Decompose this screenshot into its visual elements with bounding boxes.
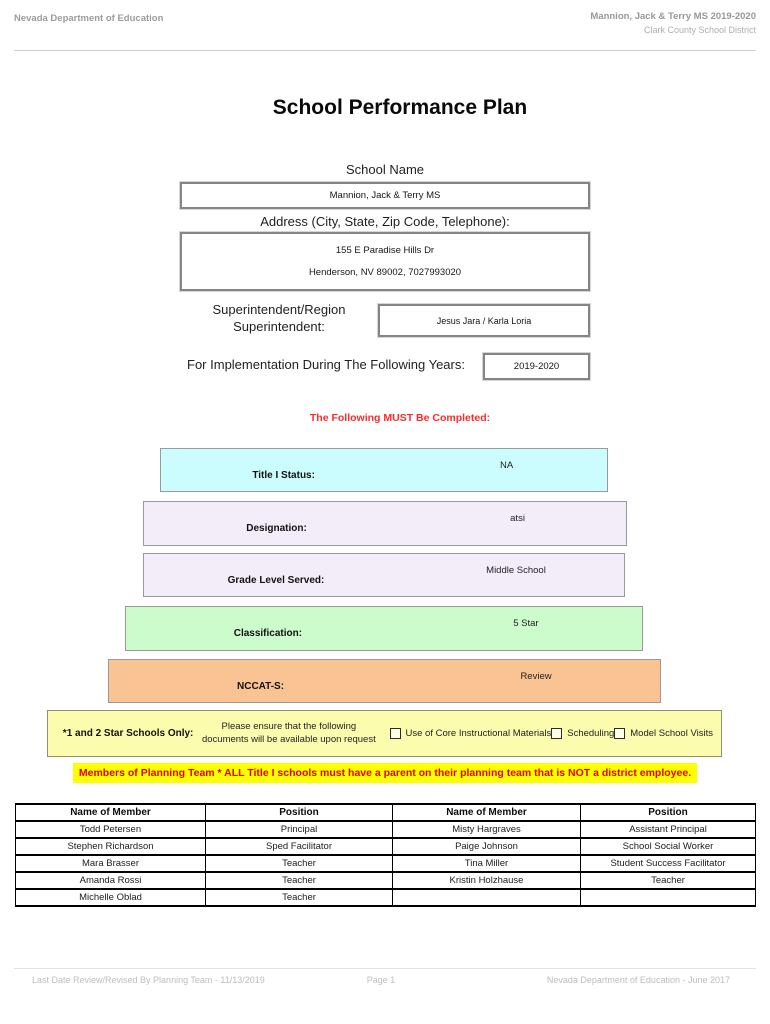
field-value[interactable]: atsi: [510, 513, 525, 524]
status-row-nccat-s: NCCAT-S: Review: [108, 659, 661, 703]
footer: Last Date Review/Revised By Planning Tea…: [0, 975, 770, 985]
table-row: Stephen Richardson Sped Facilitator Paig…: [15, 837, 756, 856]
members-table: Name of Member Position Name of Member P…: [15, 803, 756, 907]
header-agency: Nevada Department of Education: [14, 13, 164, 24]
field-value[interactable]: Middle School: [486, 564, 546, 576]
field-label: Grade Level Served:: [227, 574, 325, 586]
member-name: Michelle Oblad: [15, 888, 206, 907]
col-header-name-1: Name of Member: [15, 803, 206, 822]
star-schools-heading: *1 and 2 Star Schools Only:: [62, 728, 194, 739]
table-row: Todd Petersen Principal Misty Hargraves …: [15, 820, 756, 839]
member-name: Kristin Holzhause: [392, 871, 581, 890]
member-position: [580, 888, 756, 907]
status-row-designation: Designation: atsi: [143, 501, 627, 546]
table-row: Amanda Rossi Teacher Kristin Holzhause T…: [15, 871, 756, 890]
page-title: School Performance Plan: [272, 96, 528, 119]
field-label: Designation:: [246, 523, 307, 534]
core-materials-label: Use of Core Instructional Materials: [405, 728, 552, 739]
member-position: Student Success Facilitator: [580, 854, 756, 873]
field-label: Title I Status:: [252, 469, 315, 481]
footer-revision-date: Last Date Review/Revised By Planning Tea…: [32, 975, 265, 985]
table-row: Michelle Oblad Teacher: [15, 888, 756, 907]
member-name: Stephen Richardson: [15, 837, 206, 856]
status-row-title-i-status: Title I Status: NA: [160, 448, 608, 492]
school-name-value: Mannion, Jack & Terry MS: [329, 190, 441, 201]
star-schools-panel: *1 and 2 Star Schools Only: Please ensur…: [47, 710, 722, 757]
field-value[interactable]: NA: [500, 459, 514, 471]
superintendent-label: Superintendent/Region Superintendent:: [180, 302, 378, 335]
core-materials-checkbox[interactable]: [389, 728, 401, 739]
field-value[interactable]: Review: [520, 670, 552, 682]
field-label: NCCAT-S:: [237, 680, 285, 692]
field-value[interactable]: 5 Star: [513, 618, 539, 629]
member-name: Amanda Rossi: [15, 871, 206, 890]
member-name: Mara Brasser: [15, 854, 206, 873]
member-name: Paige Johnson: [392, 837, 581, 856]
model-visits-checkbox[interactable]: [614, 728, 626, 739]
member-position: Sped Facilitator: [205, 837, 393, 856]
superintendent-label-line1: Superintendent/Region: [212, 302, 346, 317]
member-position: Teacher: [205, 871, 393, 890]
address-line2: Henderson, NV 89002, 7027993020: [308, 267, 462, 278]
status-row-classification: Classification: 5 Star: [125, 606, 643, 651]
address-line1: 155 E Paradise Hills Dr: [335, 245, 435, 256]
field-label: Classification:: [233, 628, 303, 639]
member-position: Teacher: [580, 871, 756, 890]
implementation-years-label: For Implementation During The Following …: [187, 357, 465, 372]
col-header-name-2: Name of Member: [392, 803, 581, 822]
implementation-years-field[interactable]: 2019-2020: [483, 353, 590, 380]
table-row: Mara Brasser Teacher Tina Miller Student…: [15, 854, 756, 873]
scheduling-checkbox[interactable]: [551, 728, 563, 739]
model-visits-option: Model School Visits: [614, 728, 713, 739]
model-visits-label: Model School Visits: [630, 728, 713, 739]
member-name: Misty Hargraves: [392, 820, 581, 839]
member-position: Teacher: [205, 854, 393, 873]
member-name: Todd Petersen: [15, 820, 206, 839]
superintendent-value: Jesus Jara / Karla Loria: [436, 315, 532, 326]
header-school-year: Mannion, Jack & Terry MS 2019-2020: [590, 11, 756, 22]
header-divider: [14, 50, 756, 51]
member-position: Principal: [205, 820, 393, 839]
member-position: Assistant Principal: [580, 820, 756, 839]
superintendent-field[interactable]: Jesus Jara / Karla Loria: [378, 304, 590, 337]
col-header-position-1: Position: [205, 803, 393, 822]
members-table-header-row: Name of Member Position Name of Member P…: [15, 803, 756, 822]
footer-page-number: Page 1: [366, 975, 396, 985]
school-name-label: School Name: [345, 162, 425, 177]
star-schools-note-line2: documents will be available upon request: [201, 733, 376, 745]
address-label: Address (City, State, Zip Code, Telephon…: [260, 214, 510, 229]
planning-team-note-wrap: Members of Planning Team * ALL Title I s…: [0, 763, 770, 783]
scheduling-label: Scheduling: [567, 728, 615, 739]
implementation-years-value: 2019-2020: [513, 361, 560, 372]
scheduling-option: Scheduling: [551, 728, 614, 739]
member-name: [392, 888, 581, 907]
header-district: Clark County School District: [643, 25, 756, 35]
header-right-block: Mannion, Jack & Terry MS 2019-2020 Clark…: [590, 11, 756, 35]
col-header-position-2: Position: [580, 803, 756, 822]
footer-divider: [14, 968, 756, 969]
must-complete-notice: The Following MUST Be Completed:: [309, 412, 491, 424]
address-field[interactable]: 155 E Paradise Hills Dr Henderson, NV 89…: [180, 232, 590, 291]
star-schools-note-line1: Please ensure that the following: [221, 721, 357, 732]
status-row-grade-level: Grade Level Served: Middle School: [143, 553, 625, 597]
member-position: School Social Worker: [580, 837, 756, 856]
core-materials-option: Use of Core Instructional Materials: [389, 728, 552, 739]
superintendent-label-line2: Superintendent:: [233, 318, 325, 334]
footer-source: Nevada Department of Education - June 20…: [546, 975, 730, 985]
school-name-field[interactable]: Mannion, Jack & Terry MS: [180, 182, 590, 209]
member-position: Teacher: [205, 888, 393, 907]
member-name: Tina Miller: [392, 854, 581, 873]
star-schools-note: Please ensure that the following documen…: [200, 721, 377, 746]
planning-team-note: Members of Planning Team * ALL Title I s…: [72, 763, 698, 783]
star-schools-checkbox-group: Use of Core Instructional Materials Sche…: [378, 728, 713, 739]
